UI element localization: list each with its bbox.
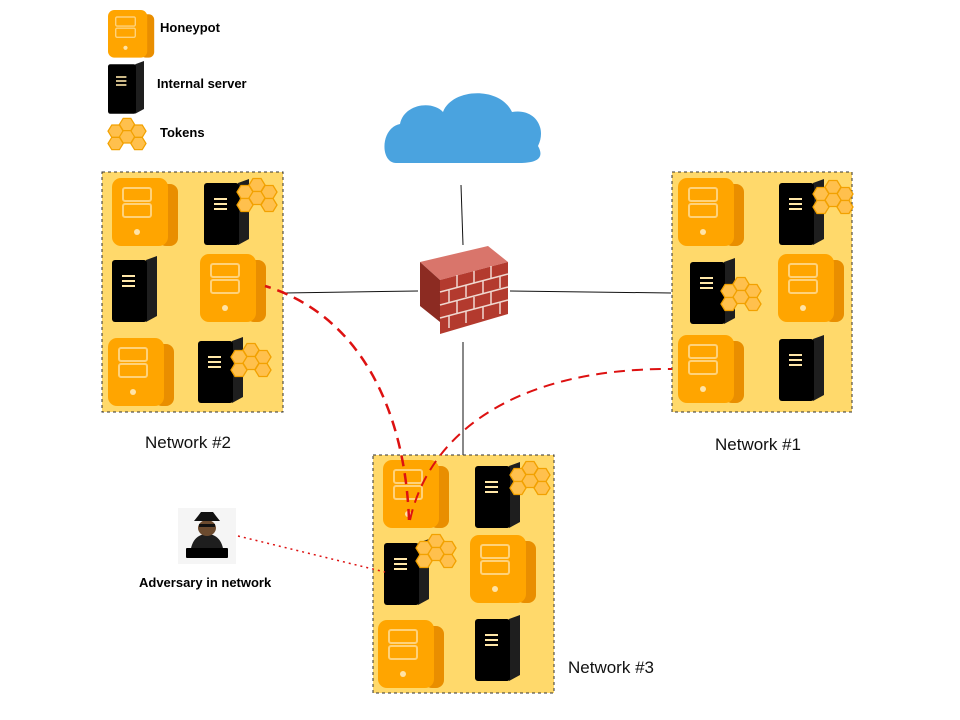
legend-honeypot-label: Honeypot <box>160 20 220 35</box>
network-1-box <box>671 171 854 413</box>
adversary-link <box>237 535 386 573</box>
network-3-label: Network #3 <box>568 658 654 677</box>
legend-server-icon <box>107 60 145 115</box>
link-firewall-network2 <box>283 290 419 294</box>
server-icon <box>778 334 825 402</box>
server-icon <box>111 255 158 323</box>
attack-path-to-network2 <box>264 284 411 521</box>
network-3-box <box>372 454 555 694</box>
honeypot-icon <box>469 534 537 604</box>
honeypot-icon <box>107 337 175 407</box>
honeypot-icon <box>677 334 745 404</box>
legend-token-icon <box>107 117 147 151</box>
honeypot-icon <box>199 253 267 323</box>
cloud-icon <box>384 93 541 163</box>
honeypot-icon <box>677 177 745 247</box>
server-icon <box>474 614 521 682</box>
network-2-label: Network #2 <box>145 433 231 452</box>
legend-tokens-label: Tokens <box>160 125 205 140</box>
legend-server-label: Internal server <box>157 76 247 91</box>
honeypot-icon <box>377 619 445 689</box>
adversary-icon <box>178 508 236 564</box>
link-firewall-network1 <box>509 290 672 294</box>
attack-path-to-network1 <box>409 367 673 521</box>
honeypot-icon <box>777 253 845 323</box>
link-cloud-firewall <box>460 184 464 246</box>
firewall-icon <box>420 246 509 334</box>
honeypot-icon <box>111 177 179 247</box>
legend-honeypot-icon <box>107 9 155 59</box>
honeypot-icon <box>382 459 450 529</box>
network-2-box <box>101 171 284 413</box>
adversary-label: Adversary in network <box>139 575 272 590</box>
network-1-label: Network #1 <box>715 435 801 454</box>
